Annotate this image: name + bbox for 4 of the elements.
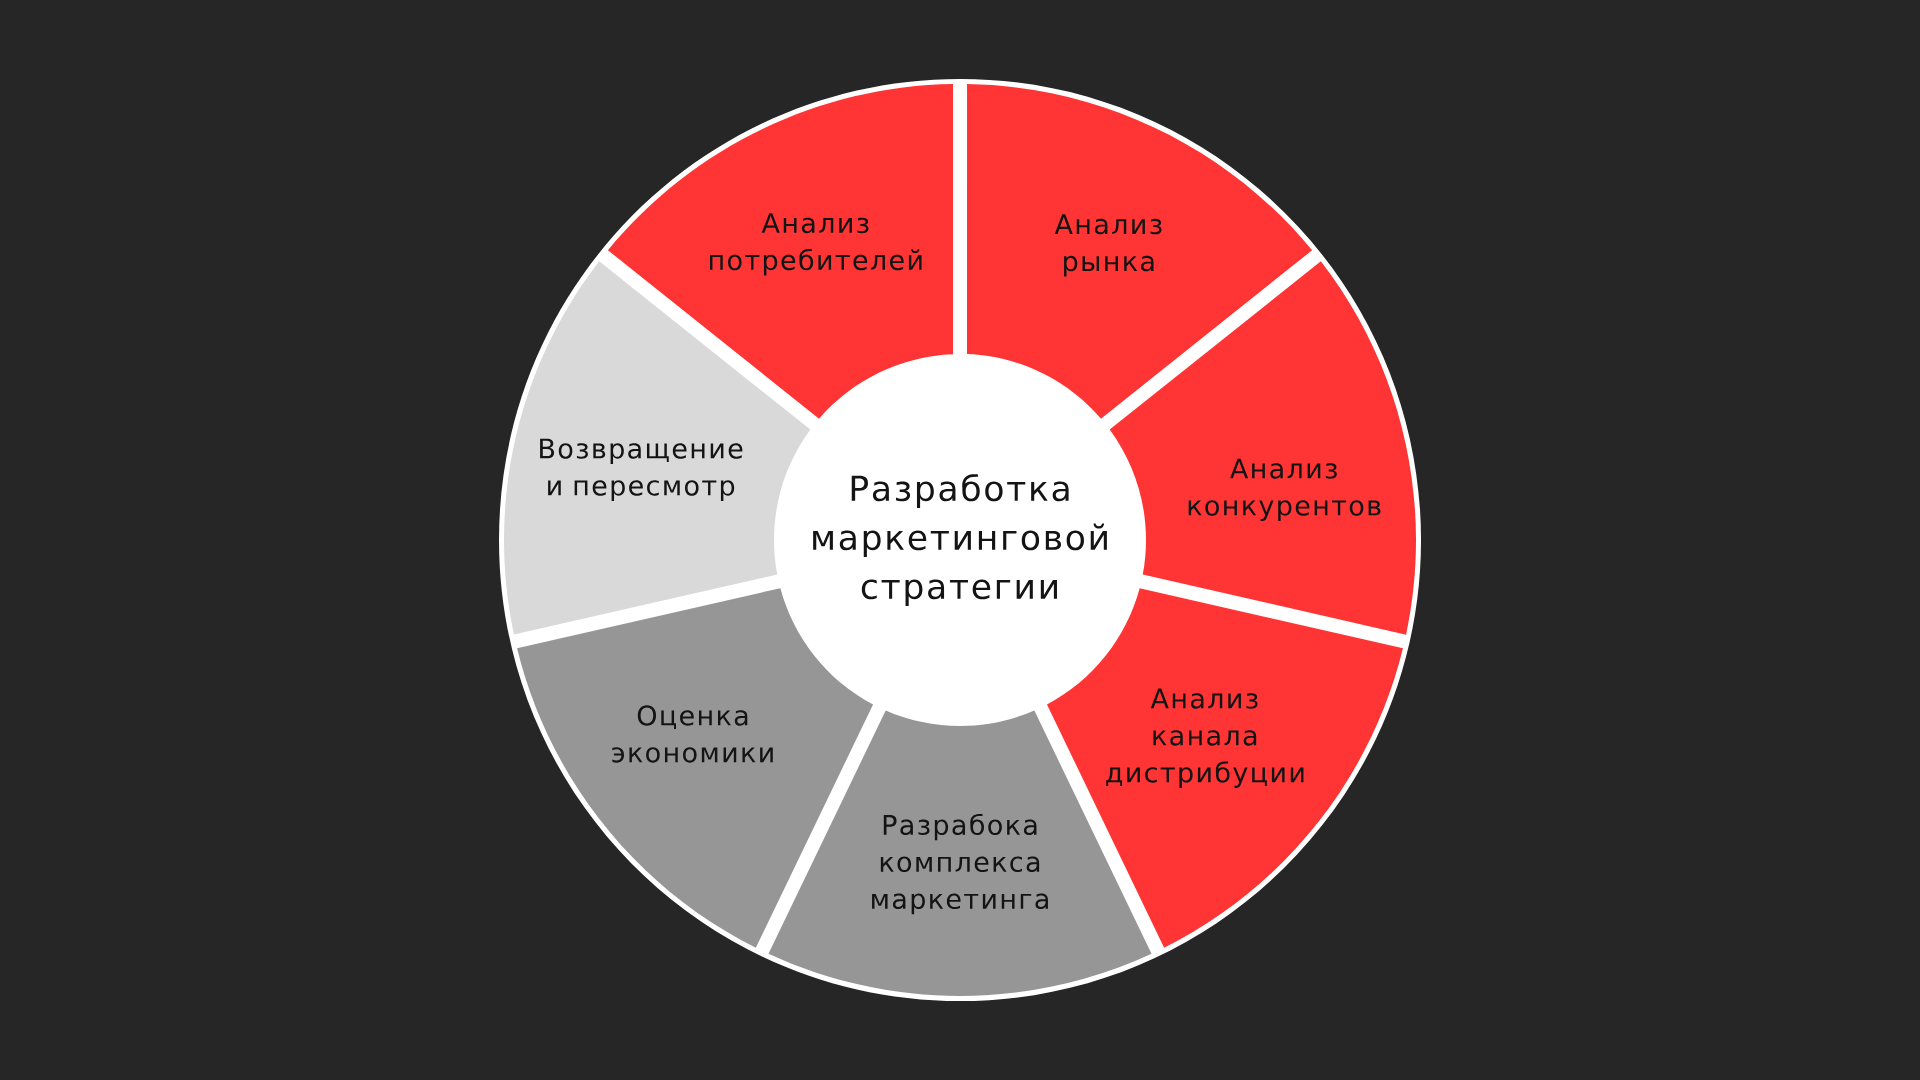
wheel-segment: Анализ потребителей [607,84,953,419]
wheel-segment: Анализ рынка [967,84,1313,419]
node-label: Разрабока комплекса маркетинга [872,813,1048,915]
node-label: Анализ конкурентов [1188,458,1381,521]
